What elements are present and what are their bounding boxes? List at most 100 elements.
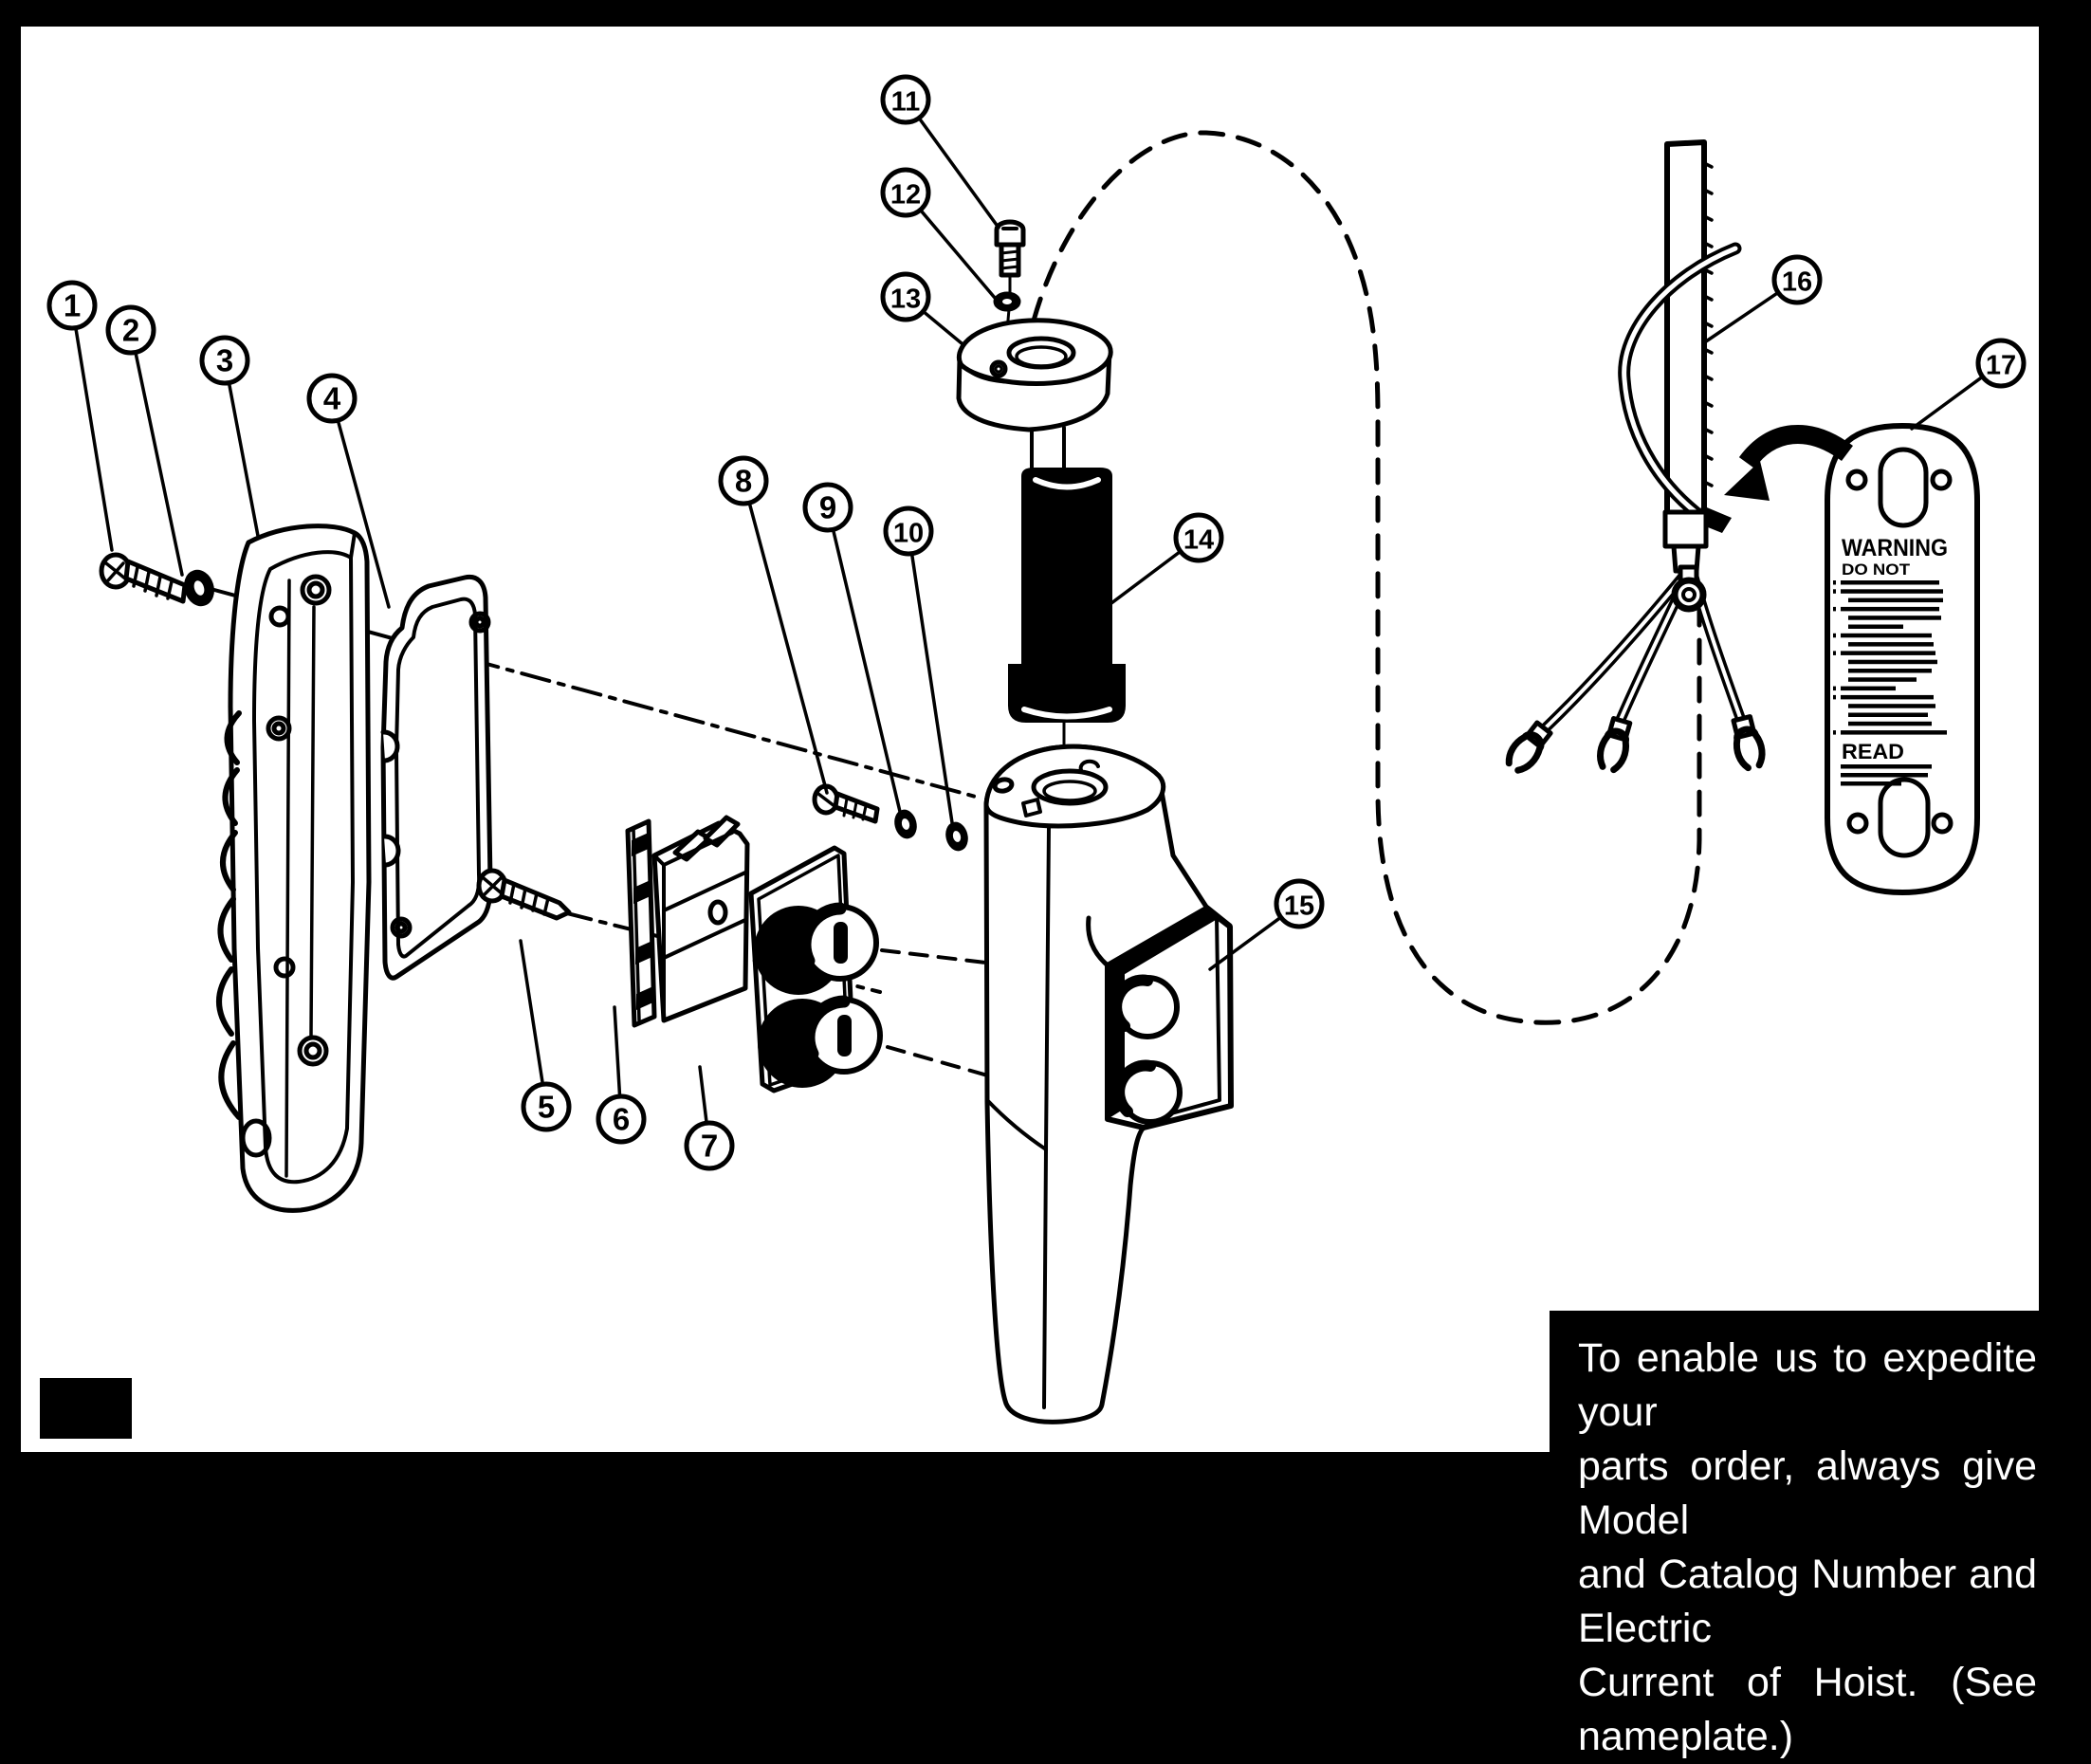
callout-7-circle [684,1120,735,1171]
fineprint-line [1848,721,1932,726]
spade-terminal [1597,716,1633,774]
fineprint-line [1841,589,1943,594]
button-cap-down [802,995,883,1075]
callout-12-leader [918,208,997,300]
callout-2-number: 2 [122,313,139,348]
callout-17-leader [1910,375,1985,431]
part-6-contact-block-drawing [625,815,750,1028]
callout-5-number: 5 [538,1090,555,1125]
callout-10-circle [883,505,934,557]
fineprint-line [1848,659,1937,665]
part-9-washer-drawing [894,809,917,839]
fineprint-line [1841,686,1896,691]
part-15-handle-body-drawing [983,744,1234,1424]
callout-16-number: 16 [1782,267,1812,298]
callout-15-circle [1274,878,1325,929]
fineprint-bullet [1833,580,1836,585]
fineprint-bullet [1833,694,1836,700]
callout-15-number: 15 [1284,891,1314,922]
callout-1-number: 1 [64,288,81,323]
button-cap-up [798,902,879,982]
button-window [1105,906,1234,1130]
callout-5-circle [521,1081,572,1132]
part-17-warning-plate-drawing: WARNING DO NOT READ [1825,423,1980,895]
callout-5-leader [519,939,545,1087]
part-12-nut-drawing [993,291,1021,312]
order-note-line: Current of Hoist. (See nameplate.) [1578,1660,2037,1759]
callout-4-leader [336,418,391,609]
fineprint-line [1841,694,1934,700]
callout-6-leader [613,1005,622,1098]
fineprint-line [1848,669,1932,673]
callout-6-number: 6 [613,1102,630,1137]
fineprint-line [1848,616,1941,620]
fineprint-line [1841,580,1939,585]
callout-1-leader [74,325,114,552]
callout-3-circle [199,335,250,386]
callout-17-number: 17 [1986,351,2016,381]
fineprint-line [1848,712,1928,717]
fineprint-line [1848,677,1917,682]
callout-14-circle [1173,512,1224,563]
callout-13-leader [921,309,963,345]
fineprint-line [1841,773,1928,778]
fineprint-line [1848,642,1934,647]
fineprint-bullet [1833,589,1836,594]
callout-3-number: 3 [216,343,233,378]
blacked-out-block [40,1378,132,1439]
callout-2-circle [105,304,156,356]
fineprint-line [1841,633,1932,638]
fineprint-line [1841,606,1939,612]
callout-10-number: 10 [893,519,924,549]
callout-13-number: 13 [890,285,921,315]
callout-17-circle [1975,338,2027,389]
callout-16-leader [1704,290,1780,343]
callout-9-leader [831,527,903,818]
curved-arrow [1724,425,1853,501]
part-16-cable-strap-drawing [1505,139,1766,774]
callout-8-number: 8 [735,464,752,499]
callout-1-circle [46,280,98,331]
fineprint-line [1841,764,1932,769]
callout-10-leader [909,551,955,831]
callout-12-circle [880,167,931,218]
cable-loop-dashed [1031,130,1702,1025]
part-7-button-plate-drawing [748,845,883,1093]
callout-9-circle [802,482,853,533]
callout-11-number: 11 [891,87,921,118]
callout-11-leader [917,116,1000,230]
callout-16-circle [1771,254,1823,305]
fineprint-bullet [1833,686,1836,691]
callout-11-circle [880,74,931,125]
fineprint-line [1848,597,1943,603]
fineprint-bullet [1833,651,1836,655]
grip-ribs [216,710,242,1120]
callout-14-leader [1110,549,1183,605]
order-note-box: To enable us to expedite your parts orde… [1550,1311,2091,1759]
order-note-line: parts order, always give Model [1578,1443,2037,1543]
callout-4-circle [306,373,358,424]
callout-3-leader [227,380,260,538]
order-note-line: To enable us to expedite your [1578,1335,2037,1435]
callout-4-number: 4 [323,381,341,416]
callout-12-number: 12 [890,180,921,211]
warning-read-heading: READ [1842,740,1904,763]
spade-terminal [1731,714,1766,772]
part-13-clamp-block-drawing [956,318,1113,469]
callout-8-leader [747,501,829,795]
callout-14-number: 14 [1183,525,1214,556]
fineprint-bullet [1833,730,1836,735]
callout-13-circle [880,271,931,322]
order-note-line: and Catalog Number and Electric [1578,1552,2037,1651]
ring-terminal [1671,564,1707,613]
fineprint-line [1841,651,1935,655]
fineprint-line [1848,624,1903,629]
exploded-diagram-canvas: WARNING DO NOT READ 12345678910111213141… [21,27,2039,1452]
part-5-screw-drawing [476,868,572,921]
warning-fineprint-illegible [1833,580,1947,786]
warning-subheading: DO NOT [1842,560,1911,579]
callout-7-number: 7 [701,1129,718,1164]
fineprint-bullet [1833,606,1836,612]
